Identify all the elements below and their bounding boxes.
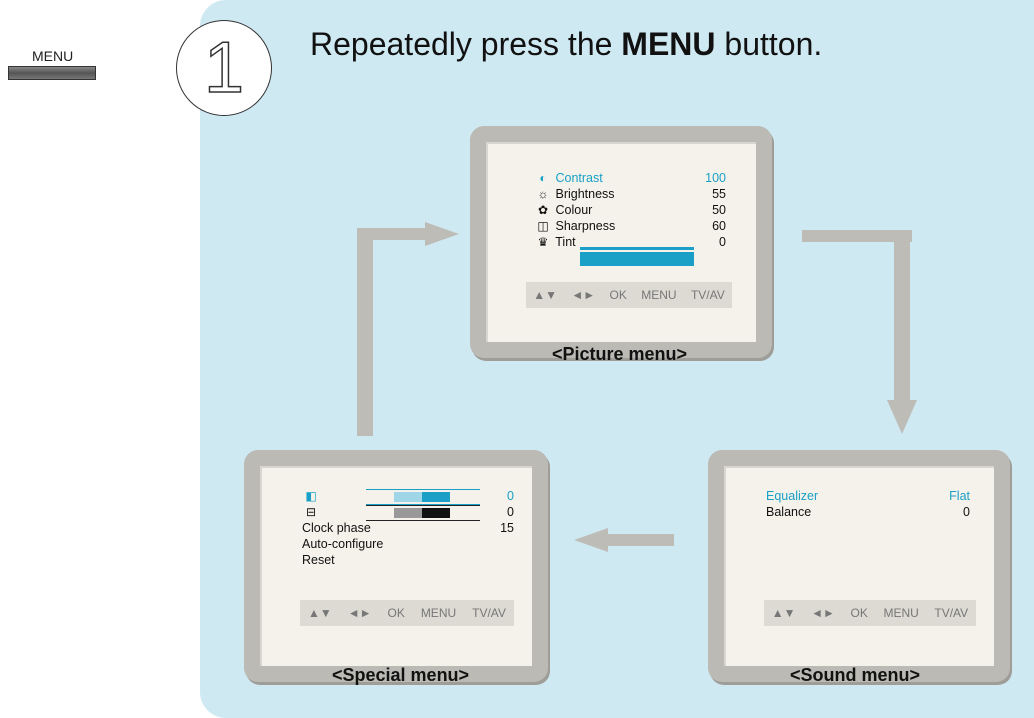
horizontal-slider[interactable] <box>366 489 480 505</box>
menu-key: MENU <box>641 288 677 302</box>
leftright-keys: ◄► <box>571 288 596 302</box>
special-row-horizontal[interactable]: ◧0 <box>302 488 514 504</box>
arrow-special-to-picture-vertical <box>357 228 373 436</box>
arrow-head-left-icon <box>574 528 608 552</box>
brightness-icon: ☼ <box>537 187 549 201</box>
horizontal-value: 0 <box>507 489 514 503</box>
updown-keys: ▲▼ <box>307 606 332 620</box>
auto-configure-label: Auto-configure <box>302 537 384 551</box>
sharpness-icon: ◫ <box>537 219 549 233</box>
sound-menu-key-bar: ▲▼ ◄► OK MENU TV/AV <box>764 600 976 626</box>
leftright-keys: ◄► <box>347 606 372 620</box>
equalizer-label: Equalizer <box>766 489 819 503</box>
balance-value: 0 <box>963 505 970 519</box>
colour-value: 50 <box>712 203 726 217</box>
step-number: 1 <box>203 27 245 109</box>
tvav-key: TV/AV <box>934 606 969 620</box>
arrow-head-right-icon <box>425 222 459 246</box>
arrow-picture-to-sound-vertical <box>894 230 910 402</box>
special-row-vertical[interactable]: ⊟0 <box>302 504 514 520</box>
colour-label: Colour <box>555 203 593 217</box>
sound-menu-screen: Equalizer Flat Balance 0 ▲▼ ◄► OK MENU TV/… <box>708 450 1010 682</box>
brightness-label: Brightness <box>555 187 615 201</box>
picture-menu-caption: <Picture menu> <box>552 344 688 364</box>
equalizer-value: Flat <box>949 489 970 503</box>
vertical-position-icon: ⊟ <box>305 505 317 519</box>
picture-row-brightness[interactable]: ☼ Brightness 55 <box>534 186 727 202</box>
picture-row-contrast[interactable]: ◐ Contrast 100 <box>534 170 726 186</box>
special-menu-caption: <Special menu> <box>332 665 470 685</box>
step-instruction: Repeatedly press the MENU button. <box>310 26 822 63</box>
menu-key: MENU <box>420 606 457 620</box>
updown-keys: ▲▼ <box>533 288 557 302</box>
contrast-label: Contrast <box>555 171 603 185</box>
picture-level-bar <box>580 250 694 266</box>
step-number-circle: 1 <box>176 20 272 116</box>
special-menu-key-bar: ▲▼ ◄► OK MENU TV/AV <box>300 600 514 626</box>
clock-phase-value: 15 <box>500 521 514 535</box>
vertical-value: 0 <box>507 505 514 519</box>
leftright-keys: ◄► <box>811 606 835 620</box>
contrast-value: 100 <box>705 171 726 185</box>
arrow-head-down-icon <box>887 400 917 434</box>
tint-icon: ♛ <box>537 235 549 249</box>
instruction-text-after: button. <box>715 26 823 62</box>
arrow-picture-to-sound-horizontal <box>802 230 912 242</box>
sound-menu-caption: <Sound menu> <box>790 665 921 685</box>
balance-label: Balance <box>766 505 812 519</box>
colour-icon: ✿ <box>537 203 549 217</box>
sound-menu-list: Equalizer Flat Balance 0 <box>766 488 970 520</box>
tint-value: 0 <box>719 235 726 249</box>
menu-key: MENU <box>883 606 919 620</box>
tvav-key: TV/AV <box>472 606 506 620</box>
ok-key: OK <box>850 606 868 620</box>
tint-label: Tint <box>555 235 576 249</box>
special-row-clock-phase[interactable]: Clock phase 15 <box>302 520 514 536</box>
updown-keys: ▲▼ <box>771 606 796 620</box>
picture-row-tint[interactable]: ♛ Tint 0 <box>534 234 726 250</box>
menu-key-label: MENU <box>32 48 74 64</box>
menu-key-button[interactable] <box>8 66 96 80</box>
picture-row-colour[interactable]: ✿ Colour 50 <box>534 202 726 218</box>
brightness-value: 55 <box>712 187 726 201</box>
picture-row-sharpness[interactable]: ◫ Sharpness 60 <box>534 218 726 234</box>
sound-row-equalizer[interactable]: Equalizer Flat <box>766 488 970 504</box>
clock-phase-label: Clock phase <box>302 521 371 535</box>
contrast-icon: ◐ <box>539 171 547 185</box>
ok-key: OK <box>387 606 405 620</box>
vertical-slider[interactable] <box>366 505 480 521</box>
picture-menu-key-bar: ▲▼ ◄► OK MENU TV/AV <box>526 282 732 308</box>
sound-row-balance[interactable]: Balance 0 <box>766 504 970 520</box>
tvav-key: TV/AV <box>690 288 725 302</box>
instruction-text-before: Repeatedly press the <box>310 26 622 62</box>
special-row-reset[interactable]: Reset <box>302 552 514 568</box>
horizontal-position-icon: ◧ <box>305 489 317 503</box>
sharpness-label: Sharpness <box>555 219 616 233</box>
special-row-auto-configure[interactable]: Auto-configure <box>302 536 514 552</box>
instruction-text-bold: MENU <box>621 26 716 62</box>
reset-label: Reset <box>302 553 335 567</box>
ok-key: OK <box>609 288 627 302</box>
arrow-special-to-picture-horizontal <box>357 228 427 240</box>
arrow-sound-to-special-horizontal <box>608 534 674 546</box>
sharpness-value: 60 <box>712 219 726 233</box>
